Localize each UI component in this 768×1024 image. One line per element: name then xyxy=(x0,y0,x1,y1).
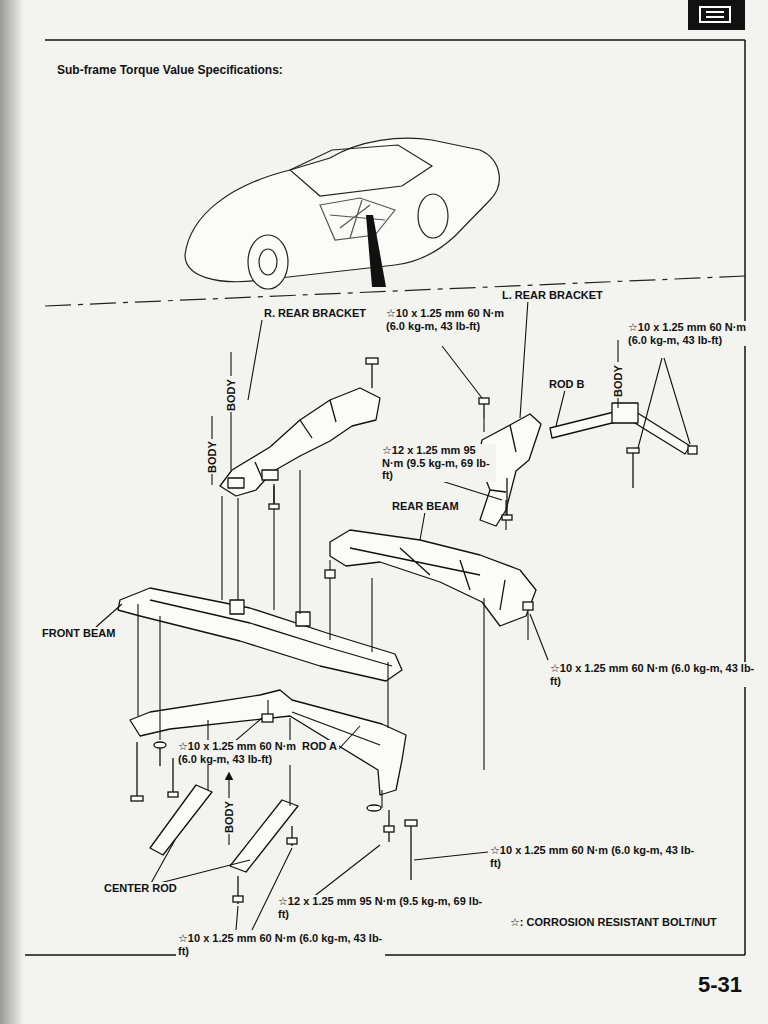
torque-spec: ☆10 x 1.25 mm 60 N·m (6.0 kg-m, 43 lb-ft… xyxy=(384,307,516,332)
page-number: 5-31 xyxy=(696,972,744,997)
torque-spec: ☆10 x 1.25 mm 60 N·m (6.0 kg-m, 43 lb-ft… xyxy=(548,662,757,687)
torque-spec: ☆12 x 1.25 mm 95 N·m (9.5 kg-m, 69 lb-ft… xyxy=(380,444,496,482)
part-name: CENTER ROD xyxy=(102,882,179,895)
footnote: ☆: CORROSION RESISTANT BOLT/NUT xyxy=(508,916,719,929)
body-arrow-label: BODY xyxy=(225,378,238,412)
part-name: ROD A xyxy=(300,740,339,753)
part-name: R. REAR BRACKET xyxy=(262,307,368,320)
part-name: REAR BEAM xyxy=(390,500,461,513)
car-sketch xyxy=(185,138,499,289)
part-name: ROD B xyxy=(547,378,586,391)
part-name: FRONT BEAM xyxy=(40,627,117,640)
torque-spec: ☆10 x 1.25 mm 60 N·m (6.0 kg-m, 43 lb-ft… xyxy=(488,844,697,869)
page-ground xyxy=(0,0,745,1024)
part-name: L. REAR BRACKET xyxy=(500,289,605,302)
body-arrow-label: BODY xyxy=(612,364,625,398)
body-arrow-label: BODY xyxy=(206,440,219,474)
body-arrow-label: BODY xyxy=(223,800,236,834)
parts xyxy=(118,388,690,872)
bolts-and-leaders xyxy=(96,300,697,930)
torque-spec: ☆12 x 1.25 mm 95 N·m (9.5 kg-m, 69 lb-ft… xyxy=(276,895,485,920)
torque-spec: ☆10 x 1.25 mm 60 N·m (6.0 kg-m, 43 lb-ft… xyxy=(176,932,385,957)
torque-spec: ☆10 x 1.25 mm 60 N·m (6.0 kg-m, 43 lb-ft… xyxy=(626,321,754,346)
cut-line xyxy=(45,276,745,306)
torque-spec: ☆10 x 1.25 mm 60 N·m (6.0 kg-m, 43 lb-ft… xyxy=(176,740,304,765)
page-title: Sub-frame Torque Value Specifications: xyxy=(55,64,285,78)
